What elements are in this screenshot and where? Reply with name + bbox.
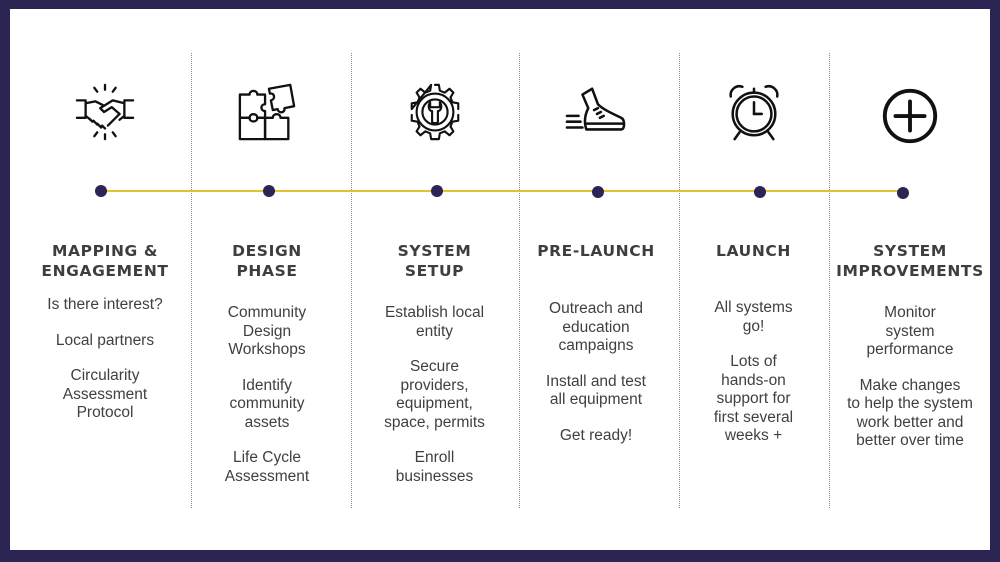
phase-title: PRE-LAUNCH xyxy=(537,242,655,260)
phase-items: Outreach and education campaigns Install… xyxy=(521,300,671,462)
phase-item: Identify community assets xyxy=(229,376,305,431)
timeline-dot xyxy=(592,186,604,198)
phase-item: Secure providers, equipment, space, perm… xyxy=(384,358,485,431)
puzzle-icon xyxy=(236,81,298,143)
phase-item: Make changes to help the system work bet… xyxy=(847,376,973,450)
timeline-dot xyxy=(754,186,766,198)
phase-item: Local partners xyxy=(55,331,155,349)
phase-mapping-engagement: MAPPING & ENGAGEMENT Is there interest? … xyxy=(30,9,180,550)
phase-item: Lots of hands-on support for first sever… xyxy=(713,353,794,444)
phase-items: Establish local entity Secure providers,… xyxy=(353,304,516,503)
phase-item: Life Cycle Assessment xyxy=(224,449,310,485)
timeline-dot xyxy=(95,185,107,197)
sneaker-icon xyxy=(565,81,627,143)
phase-items: All systems go! Lots of hands-on support… xyxy=(681,299,826,463)
alarm-clock-icon xyxy=(723,81,785,143)
phase-title: SYSTEM SETUP xyxy=(397,242,472,280)
phase-title: MAPPING & ENGAGEMENT xyxy=(41,242,169,280)
plus-circle-icon xyxy=(879,85,941,147)
timeline-dot xyxy=(263,185,275,197)
column-divider xyxy=(191,53,192,508)
phase-item: Community Design Workshops xyxy=(227,304,307,358)
column-divider xyxy=(679,53,680,508)
phase-items: Community Design Workshops Identify comm… xyxy=(192,304,342,503)
phase-system-setup: SYSTEM SETUP Establish local entity Secu… xyxy=(353,9,516,550)
phase-system-improvements: SYSTEM IMPROVEMENTS Monitor system perfo… xyxy=(830,9,990,550)
phase-item: Is there interest? xyxy=(47,296,163,313)
phase-launch: LAUNCH All systems go! Lots of hands-on … xyxy=(681,9,826,550)
timeline-slide: MAPPING & ENGAGEMENT Is there interest? … xyxy=(10,9,990,550)
column-divider xyxy=(351,53,352,508)
timeline-dot xyxy=(431,185,443,197)
phase-title: SYSTEM IMPROVEMENTS xyxy=(836,242,984,280)
phase-item: Outreach and education campaigns xyxy=(549,300,643,354)
phase-item: Monitor system performance xyxy=(866,304,954,358)
phase-title: LAUNCH xyxy=(716,242,791,260)
phase-item: Establish local entity xyxy=(384,304,485,340)
column-divider xyxy=(829,53,830,508)
phase-item: Circularity Assessment Protocol xyxy=(62,367,148,421)
phase-item: Install and test all equipment xyxy=(546,372,646,409)
phase-items: Is there interest? Local partners Circul… xyxy=(30,296,180,440)
handshake-icon xyxy=(74,81,136,143)
phase-design: DESIGN PHASE Community Design Workshops … xyxy=(192,9,342,550)
phase-pre-launch: PRE-LAUNCH Outreach and education campai… xyxy=(521,9,671,550)
phase-items: Monitor system performance Make changes … xyxy=(830,304,990,468)
phase-title: DESIGN PHASE xyxy=(232,242,302,280)
phase-item: All systems go! xyxy=(714,299,793,335)
timeline-line xyxy=(101,190,904,192)
phase-item: Get ready! xyxy=(559,426,633,444)
column-divider xyxy=(519,53,520,508)
phase-item: Enroll businesses xyxy=(395,449,474,485)
timeline-dot xyxy=(897,187,909,199)
gear-wrench-icon xyxy=(404,81,466,143)
